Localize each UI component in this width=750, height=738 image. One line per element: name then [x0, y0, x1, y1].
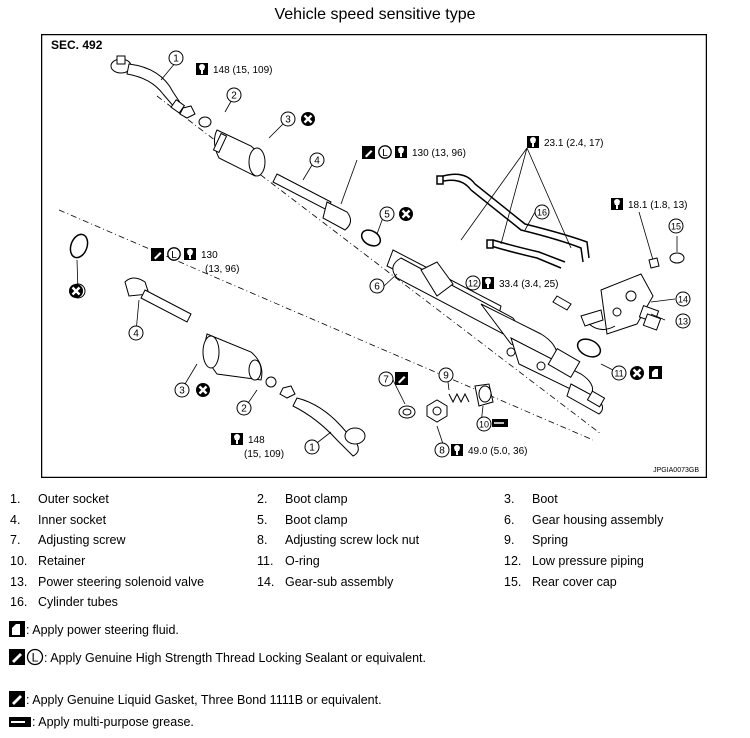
liquid-gasket-icon	[9, 691, 25, 707]
boot-clamp-upper	[179, 105, 212, 128]
legend-item: 15.Rear cover cap	[504, 574, 617, 589]
callout-16: 16	[537, 208, 547, 218]
callout-11: 11	[614, 369, 623, 379]
do-not-reuse-icon	[628, 364, 646, 382]
gear-sub-assembly	[580, 273, 660, 335]
do-not-reuse-icon	[299, 110, 317, 128]
legend-item: 10.Retainer	[10, 554, 86, 569]
torque-spec-8: 49.0 (5.0, 36)	[468, 446, 527, 457]
adjusting-screw-lock-nut	[426, 399, 448, 423]
locking-sealant-icon	[151, 248, 164, 261]
callout-4-lower: 4	[133, 329, 139, 340]
callout-2-lower: 2	[241, 404, 247, 415]
note-gasket: : Apply Genuine Liquid Gasket, Three Bon…	[8, 690, 382, 708]
fluid-can-icon	[9, 621, 25, 637]
boot-lower	[202, 333, 263, 381]
boot-clamp-lower	[265, 376, 296, 399]
torque-spec-7a: 148	[248, 435, 265, 446]
loctite-l-icon: L	[26, 648, 44, 666]
torque-spec-5a: 130	[201, 250, 218, 261]
callout-14: 14	[678, 295, 688, 305]
do-not-reuse-icon	[67, 282, 85, 300]
gear-housing-assembly	[386, 249, 606, 415]
torque-wrench-icon	[527, 136, 539, 148]
torque-spec-7b: (15, 109)	[244, 449, 284, 460]
figure-code: JPGIA0073GB	[653, 467, 699, 474]
diagram-frame: L SEC. 492	[41, 34, 707, 478]
torque-wrench-icon	[611, 198, 623, 210]
cylinder-tubes	[436, 173, 590, 269]
torque-wrench-icon	[395, 146, 407, 158]
loctite-l-icon	[378, 145, 392, 160]
legend-item: 2.Boot clamp	[257, 492, 348, 506]
do-not-reuse-icon	[194, 381, 212, 399]
torque-spec-4: 18.1 (1.8, 13)	[628, 200, 687, 211]
note-locking: L : Apply Genuine High Strength Thread L…	[8, 648, 426, 666]
locking-sealant-icon	[362, 146, 375, 159]
legend-item: 13.Power steering solenoid valve	[10, 574, 205, 589]
svg-text:L: L	[32, 651, 39, 665]
callout-3-upper: 3	[285, 115, 291, 126]
inner-socket-lower	[124, 277, 192, 323]
callout-1-lower: 1	[309, 443, 315, 454]
legend-item: 3.Boot	[504, 492, 558, 506]
legend-item: 14.Gear-sub assembly	[257, 574, 394, 589]
solenoid-valve	[642, 313, 662, 331]
note-grease: : Apply multi-purpose grease.	[8, 712, 194, 730]
torque-spec-3: 23.1 (2.4, 17)	[544, 138, 603, 149]
legend-item: 8.Adjusting screw lock nut	[257, 533, 420, 548]
note-fluid: : Apply power steering fluid.	[8, 620, 179, 638]
torque-spec-6: 33.4 (3.4, 25)	[499, 279, 558, 290]
torque-spec-2: 130 (13, 96)	[412, 148, 466, 159]
torque-wrench-icon	[451, 444, 463, 456]
torque-wrench-icon	[231, 433, 243, 445]
torque-wrench-icon	[482, 277, 494, 289]
rear-cover-cap	[669, 252, 685, 264]
torque-wrench-icon	[196, 63, 208, 75]
low-pressure-piping	[552, 295, 572, 311]
retainer	[474, 383, 494, 407]
legend-item: 7.Adjusting screw	[10, 533, 126, 548]
legend-item: 4.Inner socket	[10, 512, 107, 527]
callout-15: 15	[671, 222, 681, 232]
outer-socket-upper	[110, 55, 186, 114]
grease-icon	[491, 418, 509, 428]
legend-item: 11.O-ring	[257, 554, 320, 569]
locking-sealant-icon	[9, 649, 25, 665]
adjusting-screw	[398, 405, 416, 419]
loctite-l-icon	[167, 247, 181, 262]
section-label: SEC. 492	[51, 38, 103, 52]
callout-5-upper: 5	[384, 210, 390, 221]
diagram-title: Vehicle speed sensitive type	[274, 6, 476, 23]
parts-legend: 1.Outer socket 2.Boot clamp 3.Boot 4.Inn…	[10, 492, 745, 616]
torque-spec-5b: (13, 96)	[205, 264, 239, 275]
do-not-reuse-icon	[397, 205, 415, 223]
outer-socket-lower	[292, 397, 366, 457]
spring	[448, 392, 470, 404]
legend-item: 16.Cylinder tubes	[10, 595, 118, 610]
legend-item: 12.Low pressure piping	[504, 554, 644, 569]
legend-item: 6.Gear housing assembly	[504, 512, 664, 527]
callout-12: 12	[468, 279, 478, 289]
boot-upper	[212, 129, 266, 177]
callout-4-upper: 4	[314, 156, 320, 167]
torque-wrench-icon	[184, 248, 196, 260]
legend-item: 1.Outer socket	[10, 492, 109, 506]
grease-icon	[9, 717, 31, 727]
callout-9: 9	[443, 371, 449, 382]
callout-1-upper: 1	[173, 54, 179, 65]
callout-8: 8	[439, 446, 445, 457]
callout-2-upper: 2	[231, 91, 237, 102]
inner-socket-upper	[272, 173, 351, 231]
callout-10: 10	[479, 420, 489, 430]
legend-item: 5.Boot clamp	[257, 512, 348, 527]
liquid-gasket-icon	[395, 372, 408, 385]
legend-item: 9.Spring	[504, 533, 569, 548]
callout-7: 7	[383, 375, 389, 386]
callout-6: 6	[374, 282, 380, 293]
fluid-can-icon	[649, 366, 662, 379]
callout-3-lower: 3	[179, 386, 185, 397]
torque-spec-1: 148 (15, 109)	[213, 65, 273, 76]
callout-13: 13	[678, 317, 688, 327]
